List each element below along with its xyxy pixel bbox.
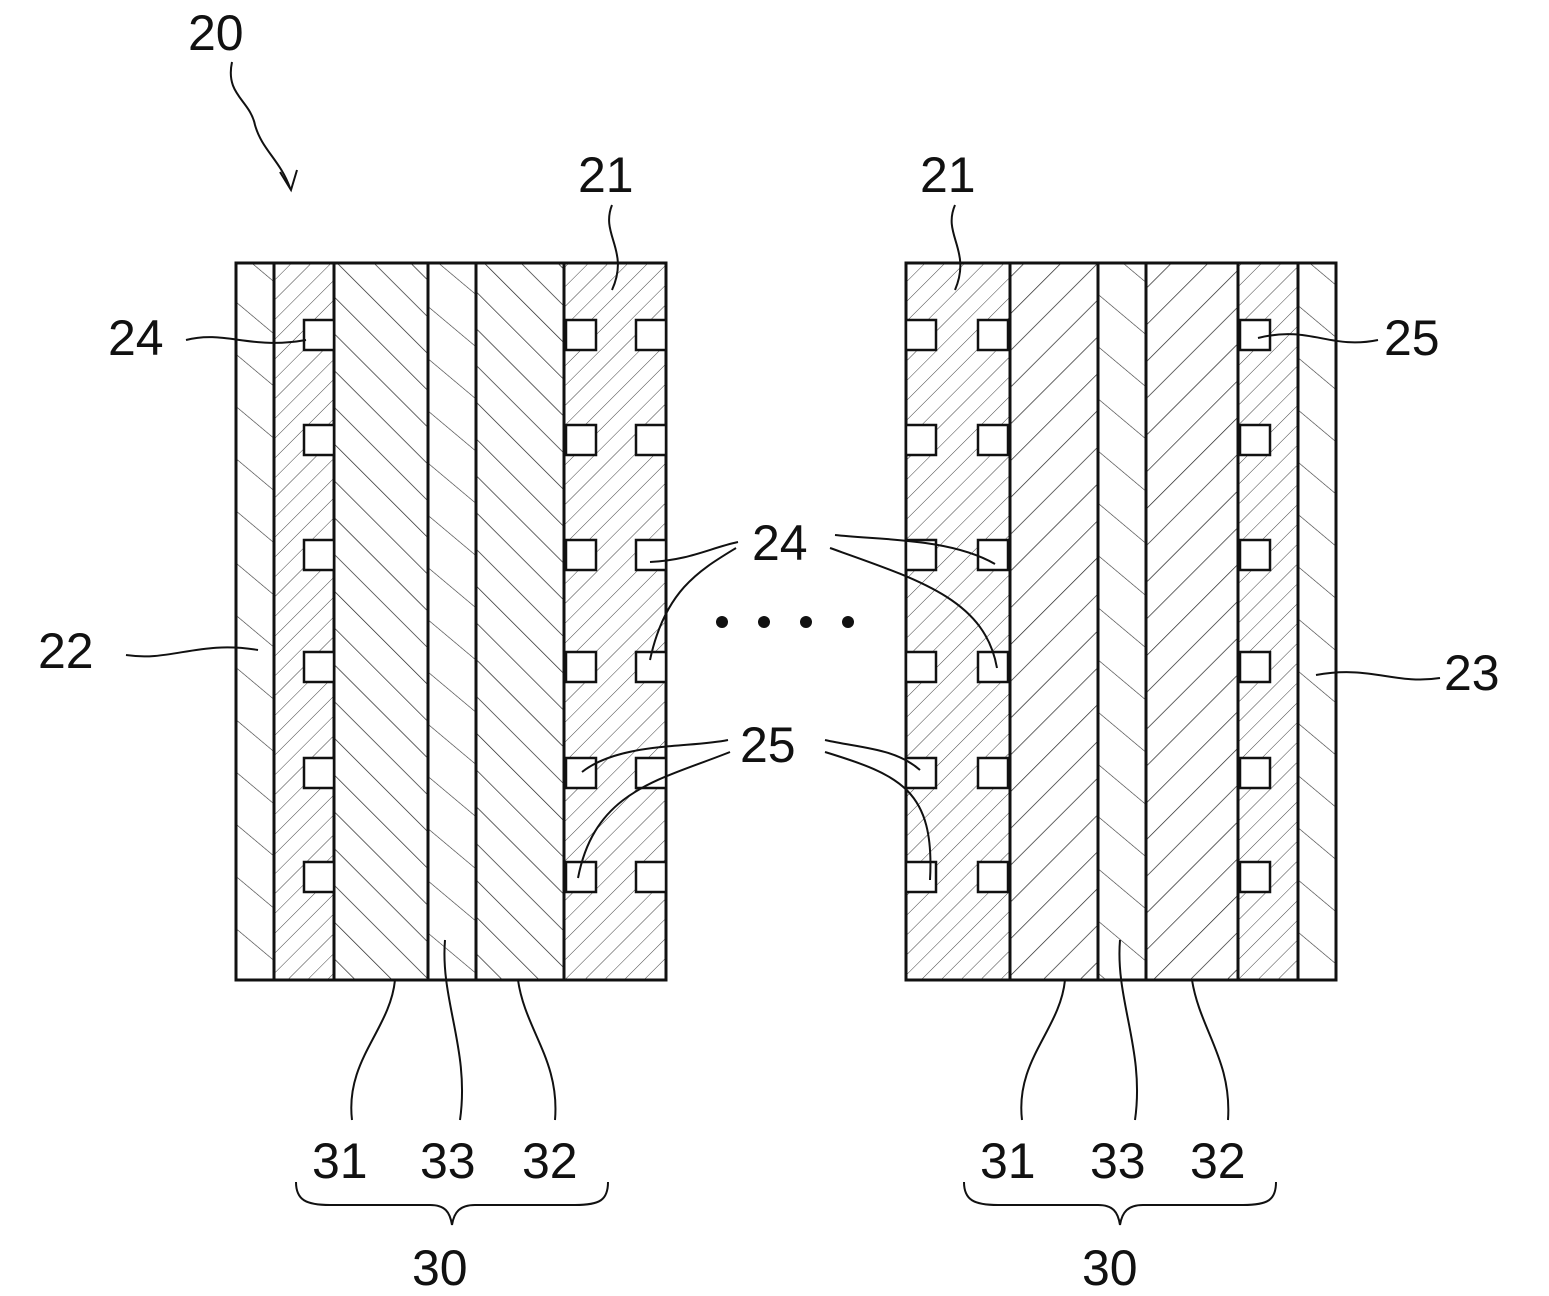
left-cell-c1-r2 xyxy=(566,540,596,570)
leader-32-right xyxy=(1192,980,1228,1120)
left-cell-c2-r5 xyxy=(636,862,666,892)
right-cell-c1-r2 xyxy=(978,540,1008,570)
right-layer-33 xyxy=(1098,263,1146,980)
right-cell-c0-r5 xyxy=(906,862,936,892)
left-cell-c0-r1 xyxy=(304,425,334,455)
label-31-left: 31 xyxy=(312,1133,368,1189)
label-33-left: 33 xyxy=(420,1133,476,1189)
right-electrode-23 xyxy=(1298,263,1336,980)
label-22: 22 xyxy=(38,623,94,679)
left-cell-c0-r4 xyxy=(304,758,334,788)
left-cell-c1-r1 xyxy=(566,425,596,455)
right-cell-c0-r1 xyxy=(906,425,936,455)
right-cell-c2-r0 xyxy=(1240,320,1270,350)
label-21-left: 21 xyxy=(578,147,634,203)
label-33-right: 33 xyxy=(1090,1133,1146,1189)
right-cell-c0-r0 xyxy=(906,320,936,350)
left-cell-c1-r3 xyxy=(566,652,596,682)
right-stack xyxy=(906,263,1336,980)
right-cell-c2-r5 xyxy=(1240,862,1270,892)
ellipsis-dot xyxy=(758,616,770,628)
label-25-right: 25 xyxy=(1384,310,1440,366)
right-cell-c1-r4 xyxy=(978,758,1008,788)
label-24-center: 24 xyxy=(752,515,808,571)
left-cell-c2-r1 xyxy=(636,425,666,455)
right-cell-c1-r5 xyxy=(978,862,1008,892)
leader-31-left xyxy=(351,980,395,1120)
right-cell-c2-r2 xyxy=(1240,540,1270,570)
ellipsis-dot xyxy=(800,616,812,628)
label-32-left: 32 xyxy=(522,1133,578,1189)
right-cell-c2-r4 xyxy=(1240,758,1270,788)
left-cell-c1-r4 xyxy=(566,758,596,788)
left-layer-32 xyxy=(476,263,564,980)
right-cell-c2-r3 xyxy=(1240,652,1270,682)
right-layer-31 xyxy=(1010,263,1098,980)
assembly-label: 20 xyxy=(188,5,244,61)
left-stack xyxy=(236,263,666,980)
left-layer-33 xyxy=(428,263,476,980)
right-layer-32 xyxy=(1146,263,1238,980)
ellipsis-dot xyxy=(716,616,728,628)
right-cell-c1-r0 xyxy=(978,320,1008,350)
left-cell-c1-r0 xyxy=(566,320,596,350)
assembly-arrow xyxy=(231,62,290,188)
left-electrode-22 xyxy=(236,263,274,980)
ellipsis-dot xyxy=(842,616,854,628)
left-cell-c2-r0 xyxy=(636,320,666,350)
label-30-left: 30 xyxy=(412,1240,468,1296)
right-cell-c2-r1 xyxy=(1240,425,1270,455)
label-25-center: 25 xyxy=(740,717,796,773)
ellipsis-dots xyxy=(716,616,854,628)
left-cell-c2-r2 xyxy=(636,540,666,570)
label-24-left: 24 xyxy=(108,310,164,366)
left-cell-c0-r0 xyxy=(304,320,334,350)
label-21-right: 21 xyxy=(920,147,976,203)
leader-31-right xyxy=(1021,980,1065,1120)
label-32-right: 32 xyxy=(1190,1133,1246,1189)
left-layer-31 xyxy=(334,263,428,980)
leader-32-left xyxy=(518,980,555,1120)
label-31-right: 31 xyxy=(980,1133,1036,1189)
label-30-right: 30 xyxy=(1082,1240,1138,1296)
left-cell-c0-r3 xyxy=(304,652,334,682)
right-cell-c0-r3 xyxy=(906,652,936,682)
label-23: 23 xyxy=(1444,645,1500,701)
left-cell-c0-r5 xyxy=(304,862,334,892)
right-cell-c1-r1 xyxy=(978,425,1008,455)
right-cell-c1-r3 xyxy=(978,652,1008,682)
left-cell-c0-r2 xyxy=(304,540,334,570)
